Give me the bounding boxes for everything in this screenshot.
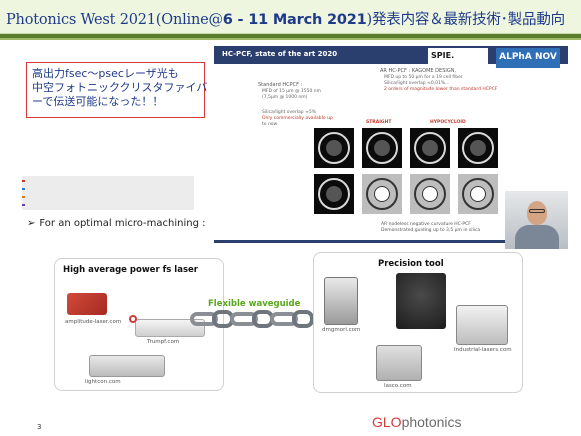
strip-mark bbox=[22, 188, 25, 190]
logo-part: GLO bbox=[372, 414, 402, 430]
arrow-bullet-icon: ➢ bbox=[27, 218, 36, 229]
page-title: Photonics West 2021(Online@6 - 11 March … bbox=[6, 8, 565, 29]
spie-logo: SPIE. bbox=[428, 48, 488, 64]
product-label: dmgmori.com bbox=[322, 327, 361, 333]
product-label: amplitude-laser.com bbox=[65, 319, 122, 325]
webcam-video bbox=[505, 191, 568, 249]
slide-header: HC-PCF, state of the art 2020 bbox=[222, 50, 338, 58]
precision-tool-title: Precision tool bbox=[378, 259, 444, 269]
chain-link bbox=[190, 312, 218, 326]
title-dates: 6 - 11 March 2021 bbox=[222, 12, 367, 28]
standard-hcpcf-line: (7,5µm @ 1000 nm) bbox=[262, 95, 308, 100]
presenter-body bbox=[515, 225, 559, 249]
nodeless-note-line: Demonstrated guiding up to 3,5 µm in sil… bbox=[381, 228, 481, 233]
record-icon bbox=[129, 315, 137, 323]
dmgmori-machine-image bbox=[324, 277, 358, 325]
standard-hcpcf-note: to now bbox=[262, 122, 278, 127]
standard-hcpcf-note: Silica/light overlap ≈5% bbox=[262, 110, 316, 115]
fiber-image bbox=[458, 174, 498, 214]
lightcon-laser-image bbox=[89, 355, 165, 377]
slide-footer-bar bbox=[214, 240, 568, 243]
title-divider bbox=[0, 34, 581, 38]
lasco-machine-image bbox=[376, 345, 422, 381]
product-label: lasco.com bbox=[384, 383, 412, 389]
standard-hcpcf-line: MFD of 15 µm @ 1550 nm bbox=[262, 89, 322, 94]
title-divider-thin bbox=[0, 38, 581, 40]
product-label: lightcon.com bbox=[85, 379, 121, 385]
flexible-waveguide-label: Flexible waveguide bbox=[208, 299, 301, 309]
redacted-strip bbox=[22, 176, 194, 210]
strip-mark bbox=[22, 196, 25, 198]
chain-link bbox=[230, 312, 258, 326]
fiber-image bbox=[458, 128, 498, 168]
galvo-head-image bbox=[396, 273, 446, 329]
fiber-image bbox=[314, 174, 354, 214]
fiber-label: HYPOCYCLOID bbox=[430, 120, 466, 125]
kagome-line: Silica/light overlap ≈0,01%... bbox=[384, 81, 450, 86]
kagome-line: MFD up to 50 µm for a 19 cell fiber bbox=[384, 75, 463, 80]
callout-box: 高出力fsec〜psecレーザ光も 中空フォトニッククリスタファイバ ーで伝送可… bbox=[26, 62, 208, 118]
fiber-image bbox=[410, 128, 450, 168]
page-number: 3 bbox=[37, 423, 42, 431]
standard-hcpcf-title: Standard HCPCF : bbox=[258, 82, 303, 88]
nodeless-note: AR nodeless negative curvature HC-PCF De… bbox=[381, 222, 480, 234]
title-suffix: )発表内容＆最新技術･製品動向 bbox=[366, 12, 566, 28]
callout-line: 高出力fsec〜psecレーザ光も bbox=[32, 67, 179, 80]
callout-line: ーで伝送可能になった！！ bbox=[32, 95, 164, 108]
fiber-label: STRAIGHT bbox=[366, 120, 392, 125]
fiber-image bbox=[314, 128, 354, 168]
chain-icon bbox=[190, 304, 330, 336]
kagome-title: AR HC-PCF : KAGOME DESIGN, bbox=[380, 68, 457, 74]
nodeless-note-line: AR nodeless negative curvature HC-PCF bbox=[381, 222, 471, 227]
trumpf-laser-image bbox=[135, 319, 205, 337]
industrial-laser-machine-image bbox=[456, 305, 508, 345]
title-prefix: Photonics West 2021(Online@ bbox=[6, 12, 223, 28]
precision-tool-box: Precision tool dmgmori.com Industrial-la… bbox=[313, 252, 523, 393]
glasses-icon bbox=[529, 209, 545, 213]
callout-line: 中空フォトニッククリスタファイバ bbox=[32, 81, 208, 94]
amplitude-laser-image bbox=[67, 293, 107, 315]
presenter-head bbox=[527, 201, 547, 225]
laser-box-title: High average power fs laser bbox=[63, 265, 198, 275]
kagome-line: 2 orders of magnitude lower than standar… bbox=[384, 87, 498, 92]
strip-mark bbox=[22, 204, 25, 206]
standard-hcpcf-note: Only commercially available up bbox=[262, 116, 333, 121]
logo-part: photonics bbox=[401, 414, 462, 430]
strip-mark bbox=[22, 180, 25, 182]
machining-diagram: High average power fs laser amplitude-la… bbox=[50, 252, 524, 395]
fiber-image bbox=[410, 174, 450, 214]
fiber-image bbox=[362, 128, 402, 168]
title-bar: Photonics West 2021(Online@6 - 11 March … bbox=[0, 0, 581, 34]
bullet-text: For an optimal micro-machining : bbox=[39, 218, 206, 229]
chain-link bbox=[292, 310, 314, 328]
alphanov-logo: ALPhA NOV bbox=[496, 48, 560, 68]
glophotonics-logo: GLOphotonics bbox=[372, 414, 462, 430]
product-label: Industrial-lasers.com bbox=[454, 347, 512, 353]
chain-link bbox=[270, 312, 298, 326]
bullet-item: ➢For an optimal micro-machining : bbox=[27, 218, 205, 229]
fiber-image bbox=[362, 174, 402, 214]
product-label: Trumpf.com bbox=[147, 339, 180, 345]
